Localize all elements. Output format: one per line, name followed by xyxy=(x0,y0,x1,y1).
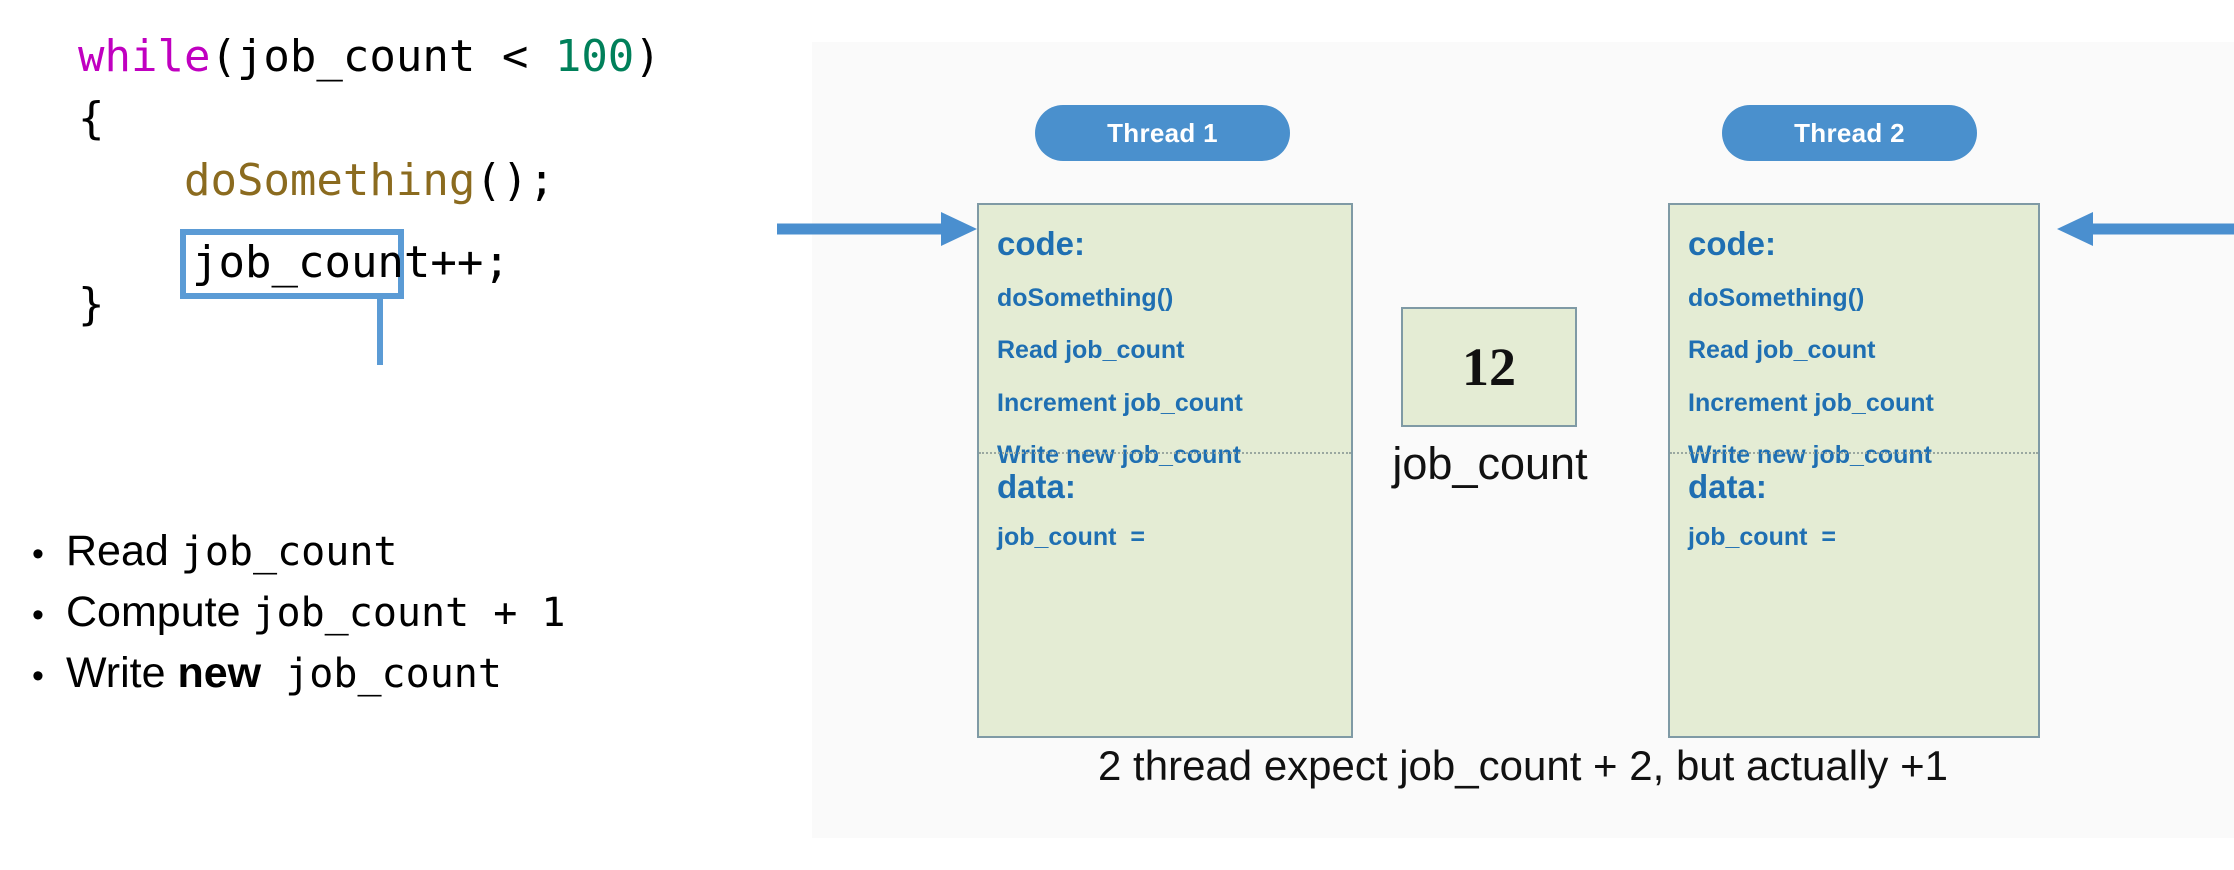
highlighted-statement: job_count++; xyxy=(192,237,510,288)
bullet-emphasis: new xyxy=(177,649,262,697)
incoming-arrow-thread1-icon xyxy=(777,209,977,254)
thread-2-code-line-3: Write new job_count xyxy=(1688,441,1932,469)
thread-1-code-heading: code: xyxy=(997,225,1086,262)
bullet-item-label: Write new job_count xyxy=(66,649,502,698)
thread-1-divider xyxy=(979,452,1351,454)
thread-1-data-line: job_count = xyxy=(997,523,1145,551)
code-token-func: doSomething xyxy=(183,155,476,206)
bullet-item-label: Read job_count xyxy=(66,527,398,576)
bullet-item-0: • Read job_count xyxy=(14,527,754,588)
thread-1-box: code: doSomething() Read job_count Incre… xyxy=(977,203,1353,738)
code-token-plain: (job_count < xyxy=(210,31,555,82)
thread-2-data-heading: data: xyxy=(1688,468,1767,505)
thread-2-code-line-2: Increment job_count xyxy=(1688,389,1934,417)
thread-1-pill-label: Thread 1 xyxy=(1107,117,1218,148)
thread-2-pill-label: Thread 2 xyxy=(1794,117,1905,148)
code-token-plain: (); xyxy=(475,155,555,206)
thread-2-divider xyxy=(1670,452,2038,454)
thread-2-box: code: doSomething() Read job_count Incre… xyxy=(1668,203,2040,738)
code-listing: while(job_count < 100){ doSomething();} xyxy=(78,26,661,336)
bullet-prefix: Write xyxy=(66,649,178,697)
incoming-arrow-thread2-icon xyxy=(2057,209,2234,254)
thread-1-code-line-2: Increment job_count xyxy=(997,389,1243,417)
shared-variable-value: 12 xyxy=(1462,337,1516,397)
bullet-marker-icon: • xyxy=(32,657,44,695)
steps-bullet-list: • Read job_count • Compute job_count + 1 • Wr… xyxy=(14,527,754,710)
thread-2-data-line: job_count = xyxy=(1688,523,1836,551)
thread-1-code-line-3: Write new job_count xyxy=(997,441,1241,469)
bullet-prefix: Compute xyxy=(66,588,253,636)
code-line-2: doSomething(); xyxy=(78,150,661,212)
code-token-number: 100 xyxy=(554,31,635,82)
bullet-code-term: job_count xyxy=(180,529,398,575)
thread-1-pill[interactable]: Thread 1 xyxy=(1035,105,1290,161)
bullet-code-term: job_count + 1 xyxy=(252,590,566,636)
code-token-plain: ) xyxy=(634,31,661,82)
thread-1-code-line-1: Read job_count xyxy=(997,336,1185,364)
bullet-marker-icon: • xyxy=(32,535,44,573)
thread-2-pill[interactable]: Thread 2 xyxy=(1722,105,1977,161)
bullet-item-2: • Write new job_count xyxy=(14,649,754,710)
thread-2-code-heading: code: xyxy=(1688,225,1777,262)
code-token-keyword: while xyxy=(78,31,211,82)
thread-2-code-line-1: Read job_count xyxy=(1688,336,1876,364)
callout-connector-line xyxy=(377,299,383,365)
highlight-box xyxy=(180,229,404,299)
shared-variable-box: 12 xyxy=(1401,307,1577,427)
thread-1-code-line-0: doSomething() xyxy=(997,284,1174,312)
bullet-item-1: • Compute job_count + 1 xyxy=(14,588,754,649)
code-line-0: while(job_count < 100) xyxy=(78,26,661,88)
code-line-4: } xyxy=(78,274,661,336)
code-token-plain: } xyxy=(78,279,105,330)
code-token-plain xyxy=(78,155,184,206)
shared-variable-label: job_count xyxy=(1392,438,1588,489)
code-line-1: { xyxy=(78,88,661,150)
bullet-prefix: Read xyxy=(66,527,181,575)
diagram-panel: Thread 1 code: doSomething() Read job_co… xyxy=(777,42,2234,838)
bullet-marker-icon: • xyxy=(32,596,44,634)
code-token-plain: { xyxy=(78,93,105,144)
bullet-code-term: job_count xyxy=(261,651,502,697)
diagram-caption: 2 thread expect job_count + 2, but actua… xyxy=(1098,742,1948,789)
bullet-item-label: Compute job_count + 1 xyxy=(66,588,566,637)
thread-1-data-heading: data: xyxy=(997,468,1076,505)
thread-2-code-line-0: doSomething() xyxy=(1688,284,1865,312)
